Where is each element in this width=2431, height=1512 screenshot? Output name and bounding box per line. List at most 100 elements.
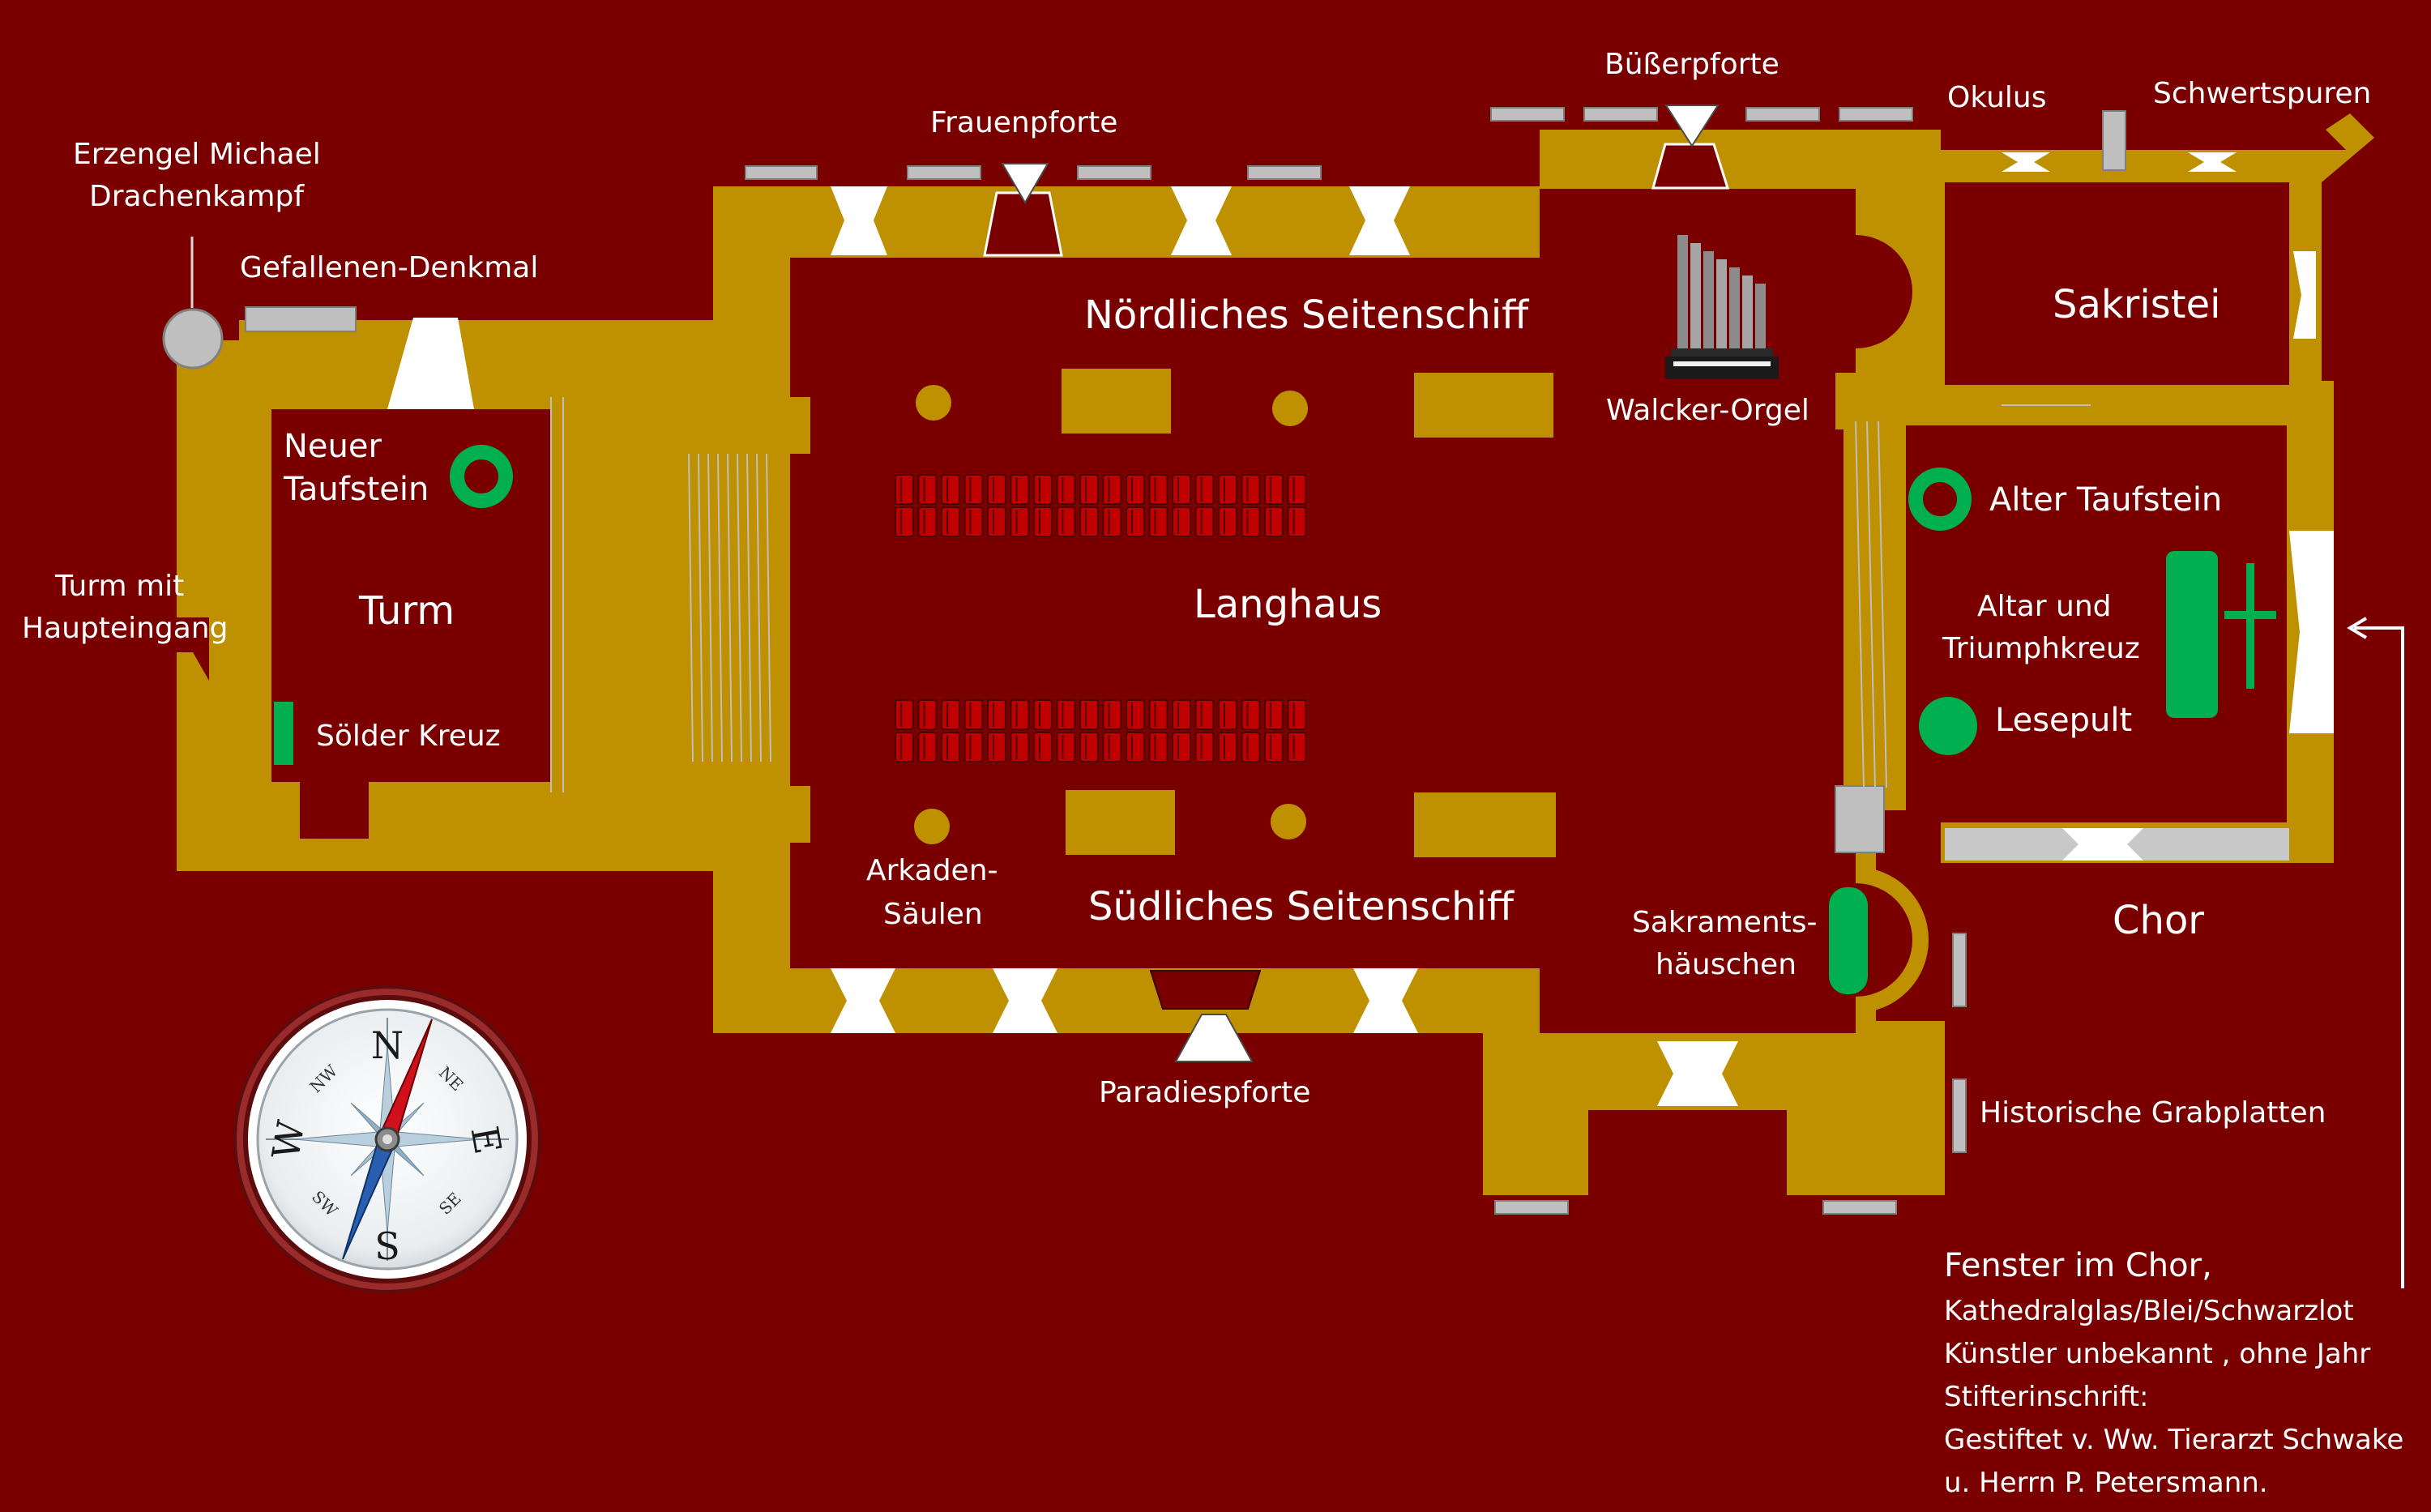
- pew: [1194, 732, 1215, 762]
- pew: [1033, 699, 1053, 730]
- label-neuer-taufstein-line1: Neuer: [284, 428, 382, 465]
- pew: [963, 506, 984, 537]
- window: [2188, 152, 2237, 172]
- label-fenster-line4: Stifterinschrift:: [1944, 1381, 2149, 1413]
- pew: [1241, 506, 1261, 537]
- pew: [1194, 506, 1215, 537]
- arcade-column: [914, 809, 950, 844]
- organ-icon: [1665, 235, 1779, 379]
- pew: [1172, 732, 1191, 762]
- green-markers: [274, 445, 2276, 994]
- pew: [1010, 732, 1030, 762]
- pew: [1241, 732, 1261, 762]
- slab: [1745, 107, 1820, 122]
- label-fenster-line1: Fenster im Chor,: [1944, 1247, 2212, 1284]
- pew: [895, 474, 914, 505]
- lesepult-icon: [1919, 697, 1977, 755]
- grabplatte: [1952, 1078, 1967, 1153]
- pew: [895, 699, 914, 730]
- pew: [941, 474, 960, 505]
- pew: [1264, 474, 1284, 505]
- slab: [1490, 107, 1565, 122]
- slab: [1583, 107, 1658, 122]
- label-fenster-line5: Gestiftet v. Ww. Tierarzt Schwake: [1944, 1424, 2403, 1456]
- label-chor: Chor: [2113, 898, 2204, 943]
- north-apse-inner: [1856, 235, 1912, 348]
- paradiespforte-portal: [1149, 970, 1262, 1010]
- window: [993, 968, 1057, 1033]
- sakristei-room: [1945, 182, 2289, 385]
- pew: [1102, 699, 1122, 730]
- pews-south: [895, 699, 1307, 762]
- pew: [917, 506, 938, 537]
- label-erzengel-line1: Erzengel Michael: [73, 138, 321, 171]
- pew: [1287, 732, 1307, 762]
- label-suedliches-seitenschiff: Südliches Seitenschiff: [1088, 884, 1515, 929]
- chor-pillar: [1835, 785, 1885, 853]
- pew: [987, 474, 1006, 505]
- slab: [1247, 165, 1322, 180]
- pier: [1414, 373, 1553, 438]
- label-frauenpforte: Frauenpforte: [930, 106, 1117, 139]
- arrow-head-icon: [2347, 617, 2368, 639]
- alter-taufstein-icon: [1908, 468, 1972, 531]
- label-historische-grabplatten: Historische Grabplatten: [1980, 1096, 2326, 1130]
- grabplatte: [1952, 933, 1967, 1007]
- pew: [1218, 506, 1237, 537]
- pier: [1062, 369, 1171, 434]
- label-langhaus: Langhaus: [1194, 582, 1382, 627]
- pew: [1033, 506, 1053, 537]
- pew: [1287, 699, 1307, 730]
- windows: [387, 152, 2334, 1106]
- pew: [1241, 474, 1261, 505]
- window: [2293, 251, 2316, 339]
- altar-icon: [2166, 551, 2218, 718]
- pew: [941, 506, 960, 537]
- slab: [907, 165, 981, 180]
- chor-south-window: [2062, 828, 2143, 861]
- pier: [1066, 790, 1175, 855]
- pew: [1172, 699, 1191, 730]
- fenster-pointer-arrow: [2354, 626, 2404, 1288]
- pew: [1218, 732, 1237, 762]
- gefallenen-denkmal-slab: [245, 306, 357, 332]
- arcade-column: [1272, 391, 1308, 426]
- label-erzengel-line2: Drachenkampf: [89, 180, 305, 213]
- pew: [917, 699, 938, 730]
- rooms: [271, 182, 2431, 1033]
- pew: [1126, 699, 1145, 730]
- window: [2002, 152, 2050, 172]
- pew: [895, 732, 914, 762]
- label-schwertspuren: Schwertspuren: [2153, 77, 2371, 110]
- pew: [895, 506, 914, 537]
- label-fenster-line6: u. Herrn P. Petersmann.: [1944, 1467, 2268, 1499]
- pew: [1102, 474, 1122, 505]
- label-sakristei: Sakristei: [2053, 282, 2220, 327]
- compass-s: S: [374, 1224, 400, 1268]
- arcade-column: [916, 385, 951, 421]
- pew: [987, 732, 1006, 762]
- window: [1349, 186, 1410, 255]
- chor-opening: [1945, 863, 2431, 1025]
- arcade-pillars: [914, 369, 1556, 857]
- pew: [1126, 732, 1145, 762]
- label-gefallenen-denkmal: Gefallenen-Denkmal: [240, 251, 538, 284]
- window: [1171, 186, 1232, 255]
- window: [1657, 1041, 1738, 1106]
- erzengel-statue-icon: [162, 308, 224, 369]
- pew: [1264, 699, 1284, 730]
- label-arkaden-line2: Säulen: [883, 898, 983, 931]
- pew: [1194, 699, 1215, 730]
- pew: [1079, 732, 1099, 762]
- pew: [1079, 699, 1099, 730]
- pew: [917, 474, 938, 505]
- tower-room: [271, 409, 551, 839]
- pew: [1172, 474, 1191, 505]
- pew: [1033, 732, 1053, 762]
- pew: [987, 699, 1006, 730]
- window: [831, 968, 895, 1033]
- label-neuer-taufstein-line2: Taufstein: [283, 471, 429, 508]
- pew: [1264, 732, 1284, 762]
- paradiespforte-triangle: [1174, 1014, 1254, 1062]
